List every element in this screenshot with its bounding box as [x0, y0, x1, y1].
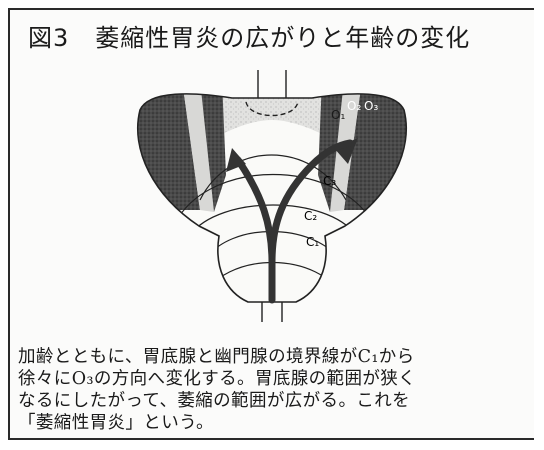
boundary-line-c3	[177, 173, 371, 219]
arrow-left-head	[226, 148, 246, 172]
label-c1: C₁	[306, 235, 319, 249]
figure-title-text: 萎縮性胃炎の広がりと年齢の変化	[95, 24, 471, 52]
caption-line-3: なるにしたがって、萎縮の範囲が広がる。これを	[18, 391, 411, 411]
label-o3: O₃	[364, 99, 378, 113]
label-o1: O₁	[331, 108, 345, 122]
arrow-right-shaft	[268, 161, 316, 266]
caption-line-1: 加齢とともに、胃底腺と幽門腺の境界線がC₁から	[18, 347, 415, 367]
boundary-line-c2	[189, 204, 357, 236]
caption: 加齢とともに、胃底腺と幽門腺の境界線がC₁から 徐々にO₃の方向へ変化する。胃底…	[18, 346, 518, 434]
caption-line-2: 徐々にO₃の方向へ変化する。胃底腺の範囲が狭く	[18, 369, 417, 389]
boundary-line-upper	[199, 154, 347, 201]
figure-title: 図3 萎縮性胃炎の広がりと年齢の変化	[28, 18, 470, 53]
stomach-outline	[136, 93, 408, 303]
label-c3: C₃	[323, 174, 336, 188]
label-o2: O₂	[347, 99, 361, 113]
caption-line-4: 「萎縮性胃炎」という。	[18, 413, 214, 433]
label-c2: C₂	[304, 209, 317, 223]
cardia-dashed-line	[245, 101, 299, 117]
figure-number: 図3	[28, 24, 70, 52]
progression-arrows	[234, 156, 316, 304]
